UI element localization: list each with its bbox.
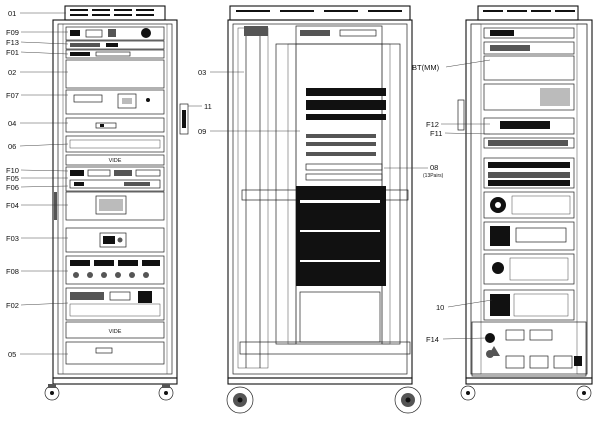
callout-f03: F03 [6,234,68,243]
svg-text:F14: F14 [426,335,439,344]
svg-text:05: 05 [8,350,16,359]
callout-08: 08 (13Pairs) [384,163,444,179]
svg-text:BT(MM): BT(MM) [412,63,440,72]
svg-text:F02: F02 [6,301,19,310]
panel-text-vide-lower: VIDE [109,329,122,335]
callout-02: 02 [8,68,68,77]
callout-f02: F02 [6,301,69,310]
svg-text:F12: F12 [426,120,439,129]
svg-text:F05: F05 [6,174,19,183]
callout-06: 06 [8,142,69,151]
panel-text-vide-upper: VIDE [109,158,122,164]
svg-text:03: 03 [198,68,206,77]
svg-text:F07: F07 [6,91,19,100]
callout-10: 10 [436,299,493,312]
svg-text:F04: F04 [6,201,19,210]
callout-f10: F10 [6,166,69,175]
callout-f06: F06 [6,183,69,192]
svg-text:09: 09 [198,127,206,136]
svg-text:F09: F09 [6,28,19,37]
callout-08-note: (13Pairs) [423,173,444,179]
rear-view-cabinet [457,5,593,401]
callout-f08: F08 [6,267,68,276]
callout-f11: F11 [430,129,491,138]
callout-03: 03 [198,68,244,77]
rear-callouts: BT(MM) F12 F11 10 F14 [412,59,493,344]
svg-text:F01: F01 [6,48,19,57]
callout-05: 05 [8,350,68,359]
f08-connectors [70,260,160,278]
svg-text:F13: F13 [6,38,19,47]
side-view-cabinet [179,5,422,414]
svg-text:08: 08 [430,163,438,172]
callout-f14: F14 [426,335,487,344]
callout-f04: F04 [6,201,68,210]
callout-04: 04 [8,119,68,128]
callout-f13: F13 [6,38,69,47]
svg-text:06: 06 [8,142,16,151]
callout-f09: F09 [6,28,68,37]
svg-text:10: 10 [436,303,444,312]
svg-text:01: 01 [8,9,16,18]
callout-f05: F05 [6,174,68,183]
top-vent-slots [70,9,154,16]
callout-01: 01 [8,9,66,18]
callout-f07: F07 [6,91,68,100]
callout-09: 09 [198,127,300,136]
front-callouts: 01 F09 F13 F01 02 F07 04 06 [6,9,69,359]
side-callouts: 11 03 09 08 (13Pairs) [188,68,444,179]
callout-bt-mm: BT(MM) [412,59,491,72]
svg-text:11: 11 [204,102,212,111]
callout-f12: F12 [426,120,490,129]
callout-11: 11 [188,102,212,111]
svg-text:04: 04 [8,119,16,128]
svg-text:F10: F10 [6,166,19,175]
callout-f01: F01 [6,48,69,57]
svg-text:F11: F11 [430,129,442,138]
svg-text:F03: F03 [6,234,19,243]
svg-text:F06: F06 [6,183,19,192]
front-view-cabinet: VIDE [44,5,178,401]
svg-text:F08: F08 [6,267,19,276]
svg-text:02: 02 [8,68,16,77]
